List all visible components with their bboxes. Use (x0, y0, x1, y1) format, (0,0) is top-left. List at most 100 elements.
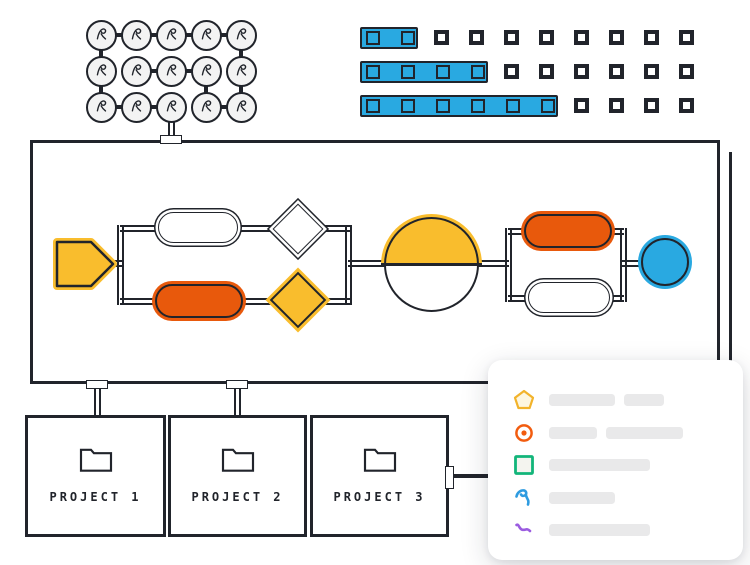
people-h-link (150, 105, 157, 109)
capacity-empty-square (609, 98, 624, 113)
legend-bars (549, 491, 615, 504)
folder-icon (77, 444, 115, 479)
capacity-empty-square (504, 64, 519, 79)
placeholder-text-bar (549, 459, 650, 472)
wave-icon (513, 519, 535, 541)
pipeline-box-echo-line (729, 152, 732, 382)
start-pentagon-node (53, 238, 117, 290)
capacity-bar-filled (360, 26, 418, 49)
capacity-cell (366, 64, 380, 79)
person-icon (127, 24, 145, 47)
people-h-link (185, 33, 192, 37)
people-v-link (239, 85, 243, 93)
legend-bars (549, 394, 664, 407)
legend-bars (549, 459, 650, 472)
person-icon (92, 24, 110, 47)
placeholder-text-bar (549, 524, 650, 537)
project-stem-2 (233, 385, 241, 415)
pentagon-icon (513, 389, 535, 411)
person-avatar (190, 91, 222, 123)
person-avatar (85, 91, 117, 123)
process-pill-orange-2 (524, 214, 612, 248)
connector-tab-side (445, 466, 454, 489)
legend-bars (549, 524, 650, 537)
process-pill-empty-2 (528, 282, 610, 313)
person-avatar (225, 19, 257, 51)
capacity-cell (506, 98, 520, 113)
person-avatar (85, 19, 117, 51)
project-label: PROJECT 2 (191, 490, 284, 504)
legend-row (513, 417, 743, 450)
merge-connector (344, 224, 352, 305)
person-avatar (155, 19, 187, 51)
connector-tab-bottom-2 (226, 380, 248, 389)
card-connector-line (452, 474, 492, 478)
capacity-bar-filled (360, 94, 558, 117)
placeholder-text-bar (606, 426, 683, 439)
capacity-cell (401, 98, 415, 113)
connector (477, 260, 509, 267)
placeholder-text-bar (624, 394, 664, 407)
person-avatar (85, 55, 117, 87)
project-label: PROJECT 3 (333, 490, 426, 504)
people-h-link (150, 69, 157, 73)
capacity-empty-square (679, 30, 694, 45)
square-icon (513, 454, 535, 476)
person-avatar (190, 19, 222, 51)
project-folder-box: PROJECT 2 (168, 415, 307, 537)
half-progress-circle (381, 214, 482, 315)
legend-row (513, 384, 743, 417)
capacity-empty-square (504, 30, 519, 45)
connector (348, 260, 386, 267)
person-avatar (155, 55, 187, 87)
person-icon (127, 60, 145, 83)
capacity-cell (436, 64, 450, 79)
person-icon (162, 60, 180, 83)
end-circle-blue (641, 238, 689, 286)
legend-card (488, 360, 743, 560)
person-icon (197, 24, 215, 47)
capacity-empty-square (574, 98, 589, 113)
capacity-empty-square (679, 64, 694, 79)
person-avatar (225, 91, 257, 123)
target-icon (513, 422, 535, 444)
person-icon (92, 60, 110, 83)
capacity-cell (366, 98, 380, 113)
capacity-cell (366, 30, 380, 45)
half-circle-equator (381, 263, 482, 266)
merge-connector-2 (619, 227, 627, 302)
people-v-link (99, 85, 103, 93)
scribble-icon (513, 487, 535, 509)
people-h-link (220, 105, 227, 109)
person-avatar (155, 91, 187, 123)
split-connector-2 (504, 227, 512, 302)
people-h-link (220, 33, 227, 37)
placeholder-text-bar (549, 394, 615, 407)
capacity-empty-square (679, 98, 694, 113)
person-avatar (225, 55, 257, 87)
capacity-empty-square (609, 30, 624, 45)
capacity-cell (471, 98, 485, 113)
capacity-empty-square (644, 64, 659, 79)
person-icon (232, 96, 250, 119)
people-h-link (115, 33, 122, 37)
process-pill-empty (158, 212, 238, 243)
capacity-empty-square (609, 64, 624, 79)
process-pill-orange (155, 284, 243, 318)
capacity-empty-square (644, 98, 659, 113)
person-icon (197, 60, 215, 83)
placeholder-text-bar (549, 426, 597, 439)
people-v-link (204, 85, 208, 93)
people-h-link (115, 105, 122, 109)
project-label: PROJECT 1 (49, 490, 142, 504)
person-avatar (120, 55, 152, 87)
placeholder-text-bar (549, 491, 615, 504)
person-icon (127, 96, 145, 119)
person-icon (232, 24, 250, 47)
person-avatar (190, 55, 222, 87)
project-folder-box: PROJECT 1 (25, 415, 166, 537)
person-icon (162, 24, 180, 47)
project-folder-box: PROJECT 3 (310, 415, 449, 537)
capacity-empty-square (574, 64, 589, 79)
